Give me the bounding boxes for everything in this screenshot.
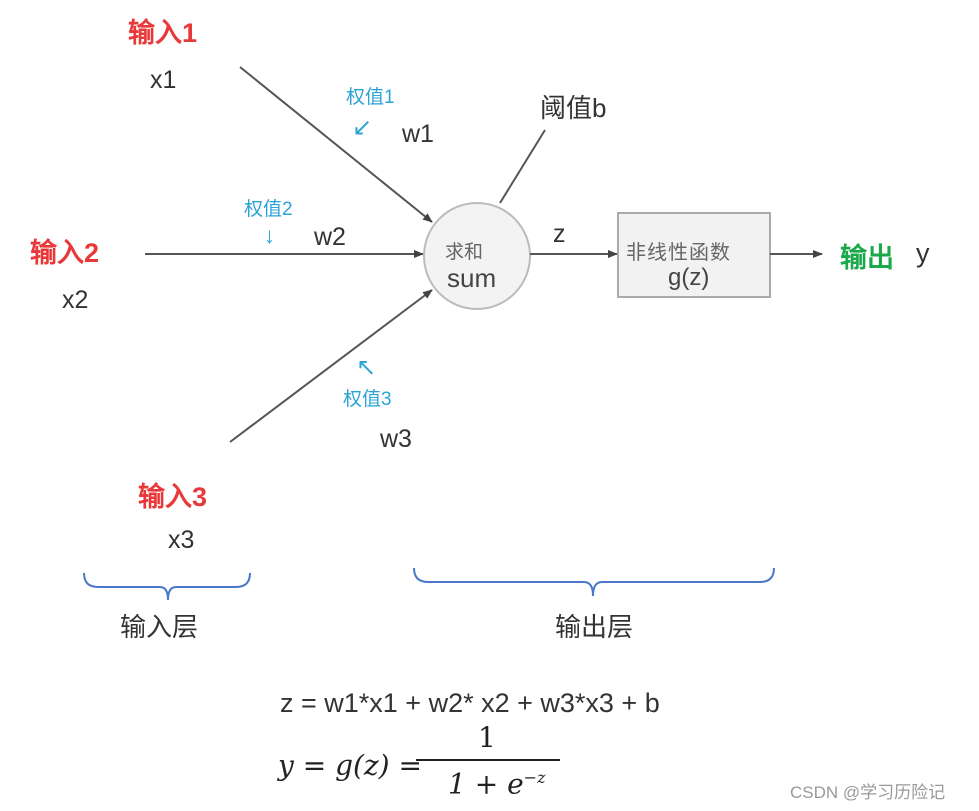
input2-label: 输入2: [30, 238, 100, 268]
denominator-base: 1 + e: [448, 767, 524, 801]
edge-input1: [239, 66, 433, 223]
input-layer-bracket: [83, 572, 251, 601]
weight1-label: 权值1: [346, 87, 395, 108]
edge-threshold: [499, 129, 546, 204]
weight1-arrow-icon: ↙: [352, 114, 373, 141]
sum-node-cn: 求和: [445, 242, 484, 263]
edge-input3: [229, 289, 433, 443]
input3-var: x3: [168, 526, 195, 554]
weight2-arrow-icon: ↓: [264, 223, 275, 248]
output-layer-bracket: [413, 567, 775, 597]
sum-node: [423, 202, 531, 310]
input-layer-label: 输入层: [120, 612, 199, 642]
output-label: 输出: [840, 243, 894, 273]
output-var: y: [916, 238, 930, 268]
weight2-label: 权值2: [244, 199, 293, 220]
formula-denominator: 1 + e−z: [448, 770, 546, 798]
weight2-var: w2: [314, 223, 346, 251]
function-box-expr: g(z): [668, 264, 710, 291]
weight1-var: w1: [402, 120, 434, 148]
formula-y-lhs: y = g(z) =: [278, 749, 422, 782]
input3-label: 输入3: [138, 482, 208, 512]
weight3-var: w3: [380, 425, 412, 453]
input2-var: x2: [62, 286, 89, 314]
function-box-cn: 非线性函数: [626, 242, 731, 264]
z-label: z: [553, 220, 566, 248]
denominator-exponent: −z: [523, 768, 546, 787]
output-layer-label: 输出层: [555, 612, 634, 642]
sum-node-en: sum: [447, 263, 497, 293]
input1-var: x1: [150, 66, 177, 94]
weight3-arrow-icon: ↖: [356, 354, 377, 381]
watermark: CSDN @学习历险记: [790, 783, 946, 802]
weight3-label: 权值3: [343, 389, 392, 410]
formula-numerator: 1: [478, 721, 496, 754]
threshold-label: 阈值b: [540, 93, 607, 123]
formula-z: z = w1*x1 + w2* x2 + w3*x3 + b: [280, 688, 660, 718]
function-box: [617, 212, 771, 298]
input1-label: 输入1: [128, 18, 198, 48]
